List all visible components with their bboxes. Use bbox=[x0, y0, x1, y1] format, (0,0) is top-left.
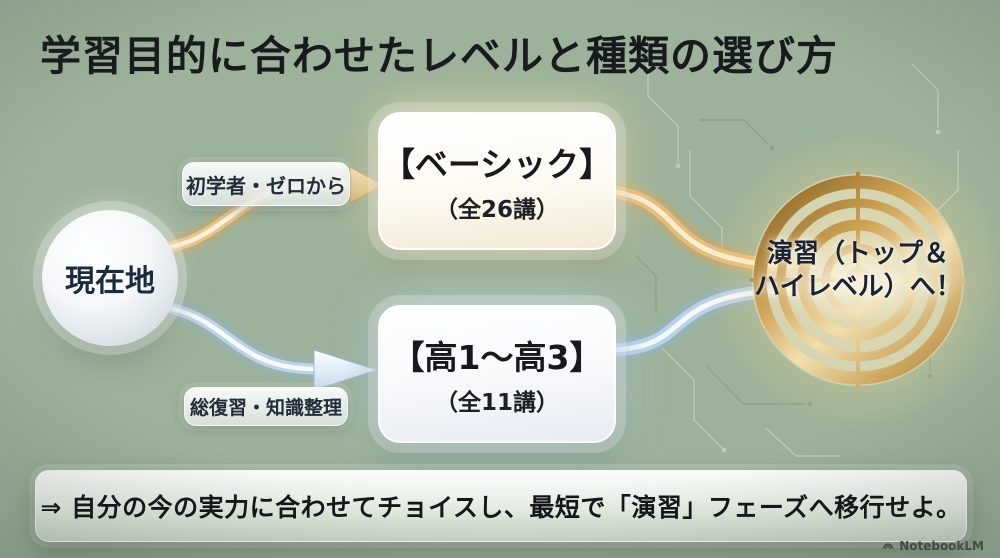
start-node-label: 現在地 bbox=[65, 264, 155, 299]
goal-label-line2: ハイレベル）へ！ bbox=[754, 272, 962, 303]
card-kou-course: 【高1〜高3】 （全11講） bbox=[378, 305, 616, 443]
arrow-to-basic-icon bbox=[349, 166, 385, 204]
footer-banner: ⇒ 自分の今の実力に合わせてチョイスし、最短で「演習」フェーズへ移行せよ。 bbox=[35, 470, 967, 542]
arrow-to-kou-icon bbox=[313, 349, 379, 391]
card-basic-title: 【ベーシック】 bbox=[381, 145, 613, 184]
watermark: NotebookLM bbox=[881, 539, 984, 553]
card-kou-title: 【高1〜高3】 bbox=[391, 338, 603, 377]
card-basic-subtitle: （全26講） bbox=[434, 197, 559, 223]
route-review-tag: 総復習・知識整理 bbox=[184, 387, 348, 426]
goal-label-line1: 演習（トップ＆ bbox=[766, 239, 949, 269]
card-kou-subtitle: （全11講） bbox=[434, 390, 559, 416]
notebooklm-logo-icon bbox=[882, 543, 894, 549]
goal-target-icon bbox=[708, 130, 1000, 430]
footer-message: ⇒ 自分の今の実力に合わせてチョイスし、最短で「演習」フェーズへ移行せよ。 bbox=[40, 493, 962, 522]
start-node: 現在地 bbox=[42, 210, 178, 346]
watermark-label: NotebookLM bbox=[899, 539, 984, 553]
card-basic-course: 【ベーシック】 （全26講） bbox=[378, 112, 616, 250]
route-review-tag-label: 総復習・知識整理 bbox=[189, 397, 342, 419]
path-review-ribbon bbox=[136, 294, 326, 379]
route-beginner-tag: 初学者・ゼロから bbox=[182, 162, 350, 206]
route-beginner-tag-label: 初学者・ゼロから bbox=[186, 173, 346, 198]
slide-title: 学習目的に合わせたレベルと種類の選び方 bbox=[40, 32, 838, 80]
goal-label: 演習（トップ＆ ハイレベル）へ！ bbox=[746, 238, 970, 304]
